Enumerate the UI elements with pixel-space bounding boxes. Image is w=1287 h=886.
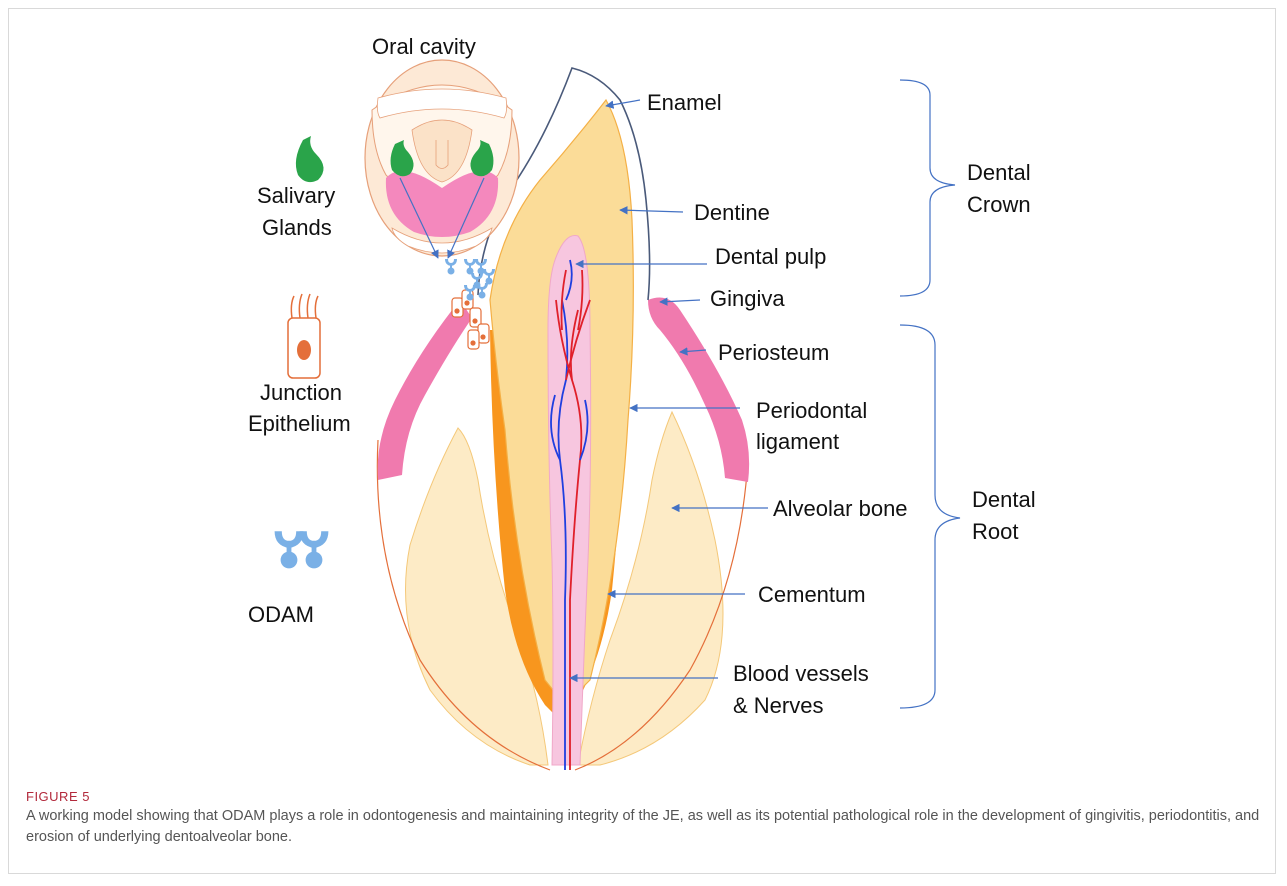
label-dental-crown-2: Crown xyxy=(967,192,1031,217)
label-alveolar-bone: Alveolar bone xyxy=(773,496,908,521)
figure-caption-title: FIGURE 5 xyxy=(26,789,90,804)
label-dental-root-2: Root xyxy=(972,519,1018,544)
label-blood-vessels: Blood vessels xyxy=(733,661,869,686)
label-periodontal: Periodontal xyxy=(756,398,867,423)
root-brace xyxy=(900,325,960,708)
tooth-diagram: Oral cavity Salivary Glands Junction Epi… xyxy=(0,0,1287,780)
crown-brace xyxy=(900,80,955,296)
label-ligament: ligament xyxy=(756,429,839,454)
label-salivary: Salivary xyxy=(257,183,335,208)
label-odam: ODAM xyxy=(248,602,314,627)
label-dentine: Dentine xyxy=(694,200,770,225)
label-periosteum: Periosteum xyxy=(718,340,829,365)
label-gingiva: Gingiva xyxy=(710,286,785,311)
label-glands: Glands xyxy=(262,215,332,240)
oral-cavity-illustration xyxy=(365,60,519,258)
label-junction: Junction xyxy=(260,380,342,405)
label-cementum: Cementum xyxy=(758,582,866,607)
label-nerves: & Nerves xyxy=(733,693,823,718)
label-dental-root-1: Dental xyxy=(972,487,1036,512)
odam-legend-icon xyxy=(275,531,329,568)
salivary-glands-legend-icon xyxy=(296,136,324,182)
label-dental-crown-1: Dental xyxy=(967,160,1031,185)
label-oral-cavity: Oral cavity xyxy=(372,34,476,59)
junction-epithelium-legend-icon xyxy=(288,294,320,378)
label-dental-pulp: Dental pulp xyxy=(715,244,826,269)
odam-molecules xyxy=(445,259,495,301)
figure-caption-text: A working model showing that ODAM plays … xyxy=(26,806,1261,848)
label-epithelium: Epithelium xyxy=(248,411,351,436)
label-enamel: Enamel xyxy=(647,90,722,115)
